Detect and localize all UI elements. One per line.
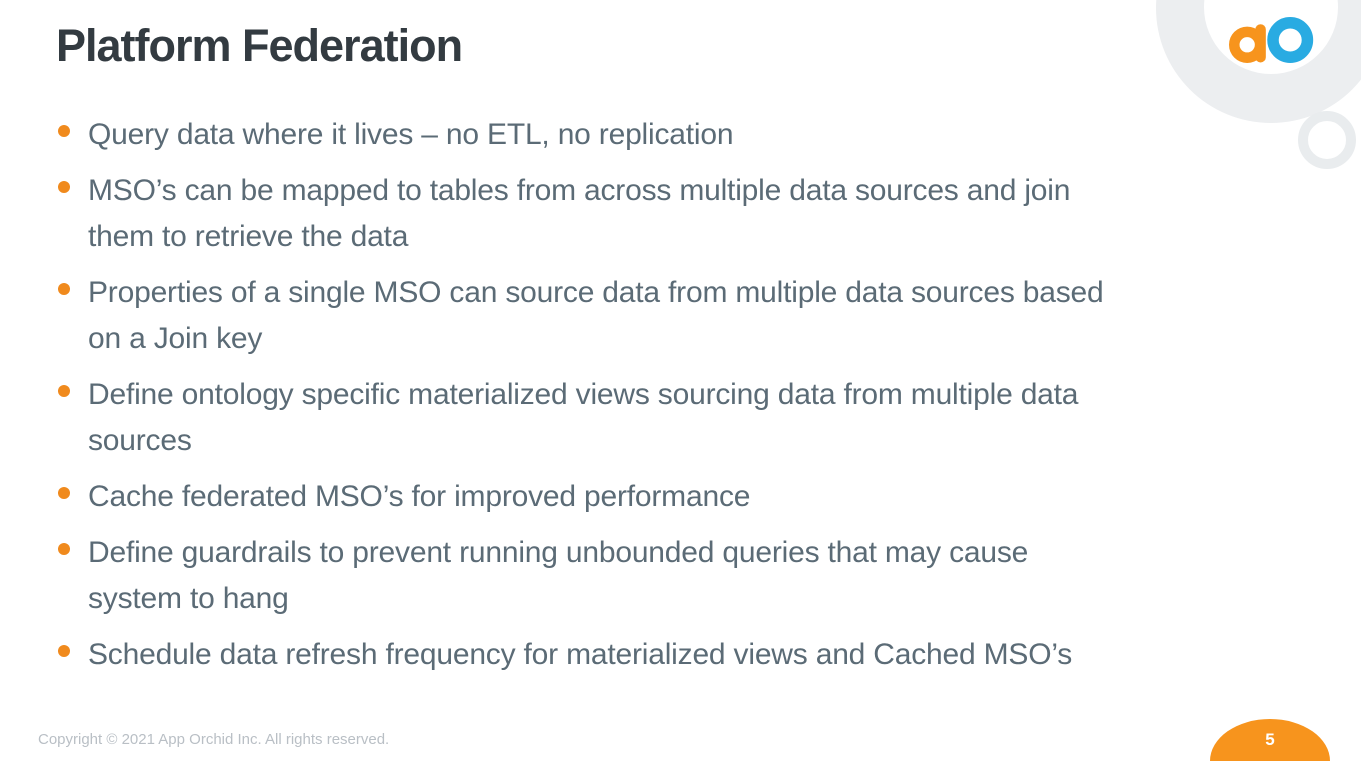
bullet-line: Schedule data refresh frequency for mate… (88, 638, 1073, 671)
bullet-line: Define guardrails to prevent running unb… (88, 536, 1029, 569)
bullet-line: sources (88, 424, 192, 457)
bullet-item: Query data where it lives – no ETL, no r… (58, 112, 1353, 158)
bullet-line: Query data where it lives – no ETL, no r… (88, 118, 734, 151)
bullet-line: Properties of a single MSO can source da… (88, 276, 1104, 309)
bullet-line: Define ontology specific materialized vi… (88, 378, 1079, 411)
bullet-dot-icon (58, 181, 70, 193)
bullet-text: Cache federated MSO’s for improved perfo… (88, 474, 750, 520)
copyright-text: Copyright © 2021 App Orchid Inc. All rig… (38, 731, 390, 748)
bullet-dot-icon (58, 543, 70, 555)
bullet-item: Define guardrails to prevent running unb… (58, 530, 1353, 622)
bullet-list: Query data where it lives – no ETL, no r… (58, 112, 1353, 688)
bullet-item: Properties of a single MSO can source da… (58, 270, 1353, 362)
bullet-text: Query data where it lives – no ETL, no r… (88, 112, 734, 158)
bullet-dot-icon (58, 645, 70, 657)
bullet-text: Define ontology specific materialized vi… (88, 372, 1078, 464)
bullet-line: Cache federated MSO’s for improved perfo… (88, 480, 751, 513)
bullet-item: MSO’s can be mapped to tables from acros… (58, 168, 1353, 260)
bullet-item: Schedule data refresh frequency for mate… (58, 632, 1353, 678)
app-orchid-logo-icon (1229, 17, 1314, 63)
bullet-line: system to hang (88, 582, 289, 615)
bullet-line: on a Join key (88, 322, 263, 355)
bullet-dot-icon (58, 385, 70, 397)
bullet-line: them to retrieve the data (88, 220, 409, 253)
bullet-text: Schedule data refresh frequency for mate… (88, 632, 1072, 678)
bullet-item: Define ontology specific materialized vi… (58, 372, 1353, 464)
page-number-badge: 5 (1210, 719, 1330, 761)
bullet-text: Properties of a single MSO can source da… (88, 270, 1104, 362)
bullet-text: Define guardrails to prevent running unb… (88, 530, 1028, 622)
bullet-dot-icon (58, 283, 70, 295)
bullet-line: MSO’s can be mapped to tables from acros… (88, 174, 1071, 207)
decorative-ring-icon (1298, 111, 1356, 169)
bullet-dot-icon (58, 487, 70, 499)
page-title: Platform Federation (56, 20, 463, 71)
bullet-item: Cache federated MSO’s for improved perfo… (58, 474, 1353, 520)
bullet-dot-icon (58, 125, 70, 137)
bullet-text: MSO’s can be mapped to tables from acros… (88, 168, 1070, 260)
page-number: 5 (1265, 730, 1275, 749)
